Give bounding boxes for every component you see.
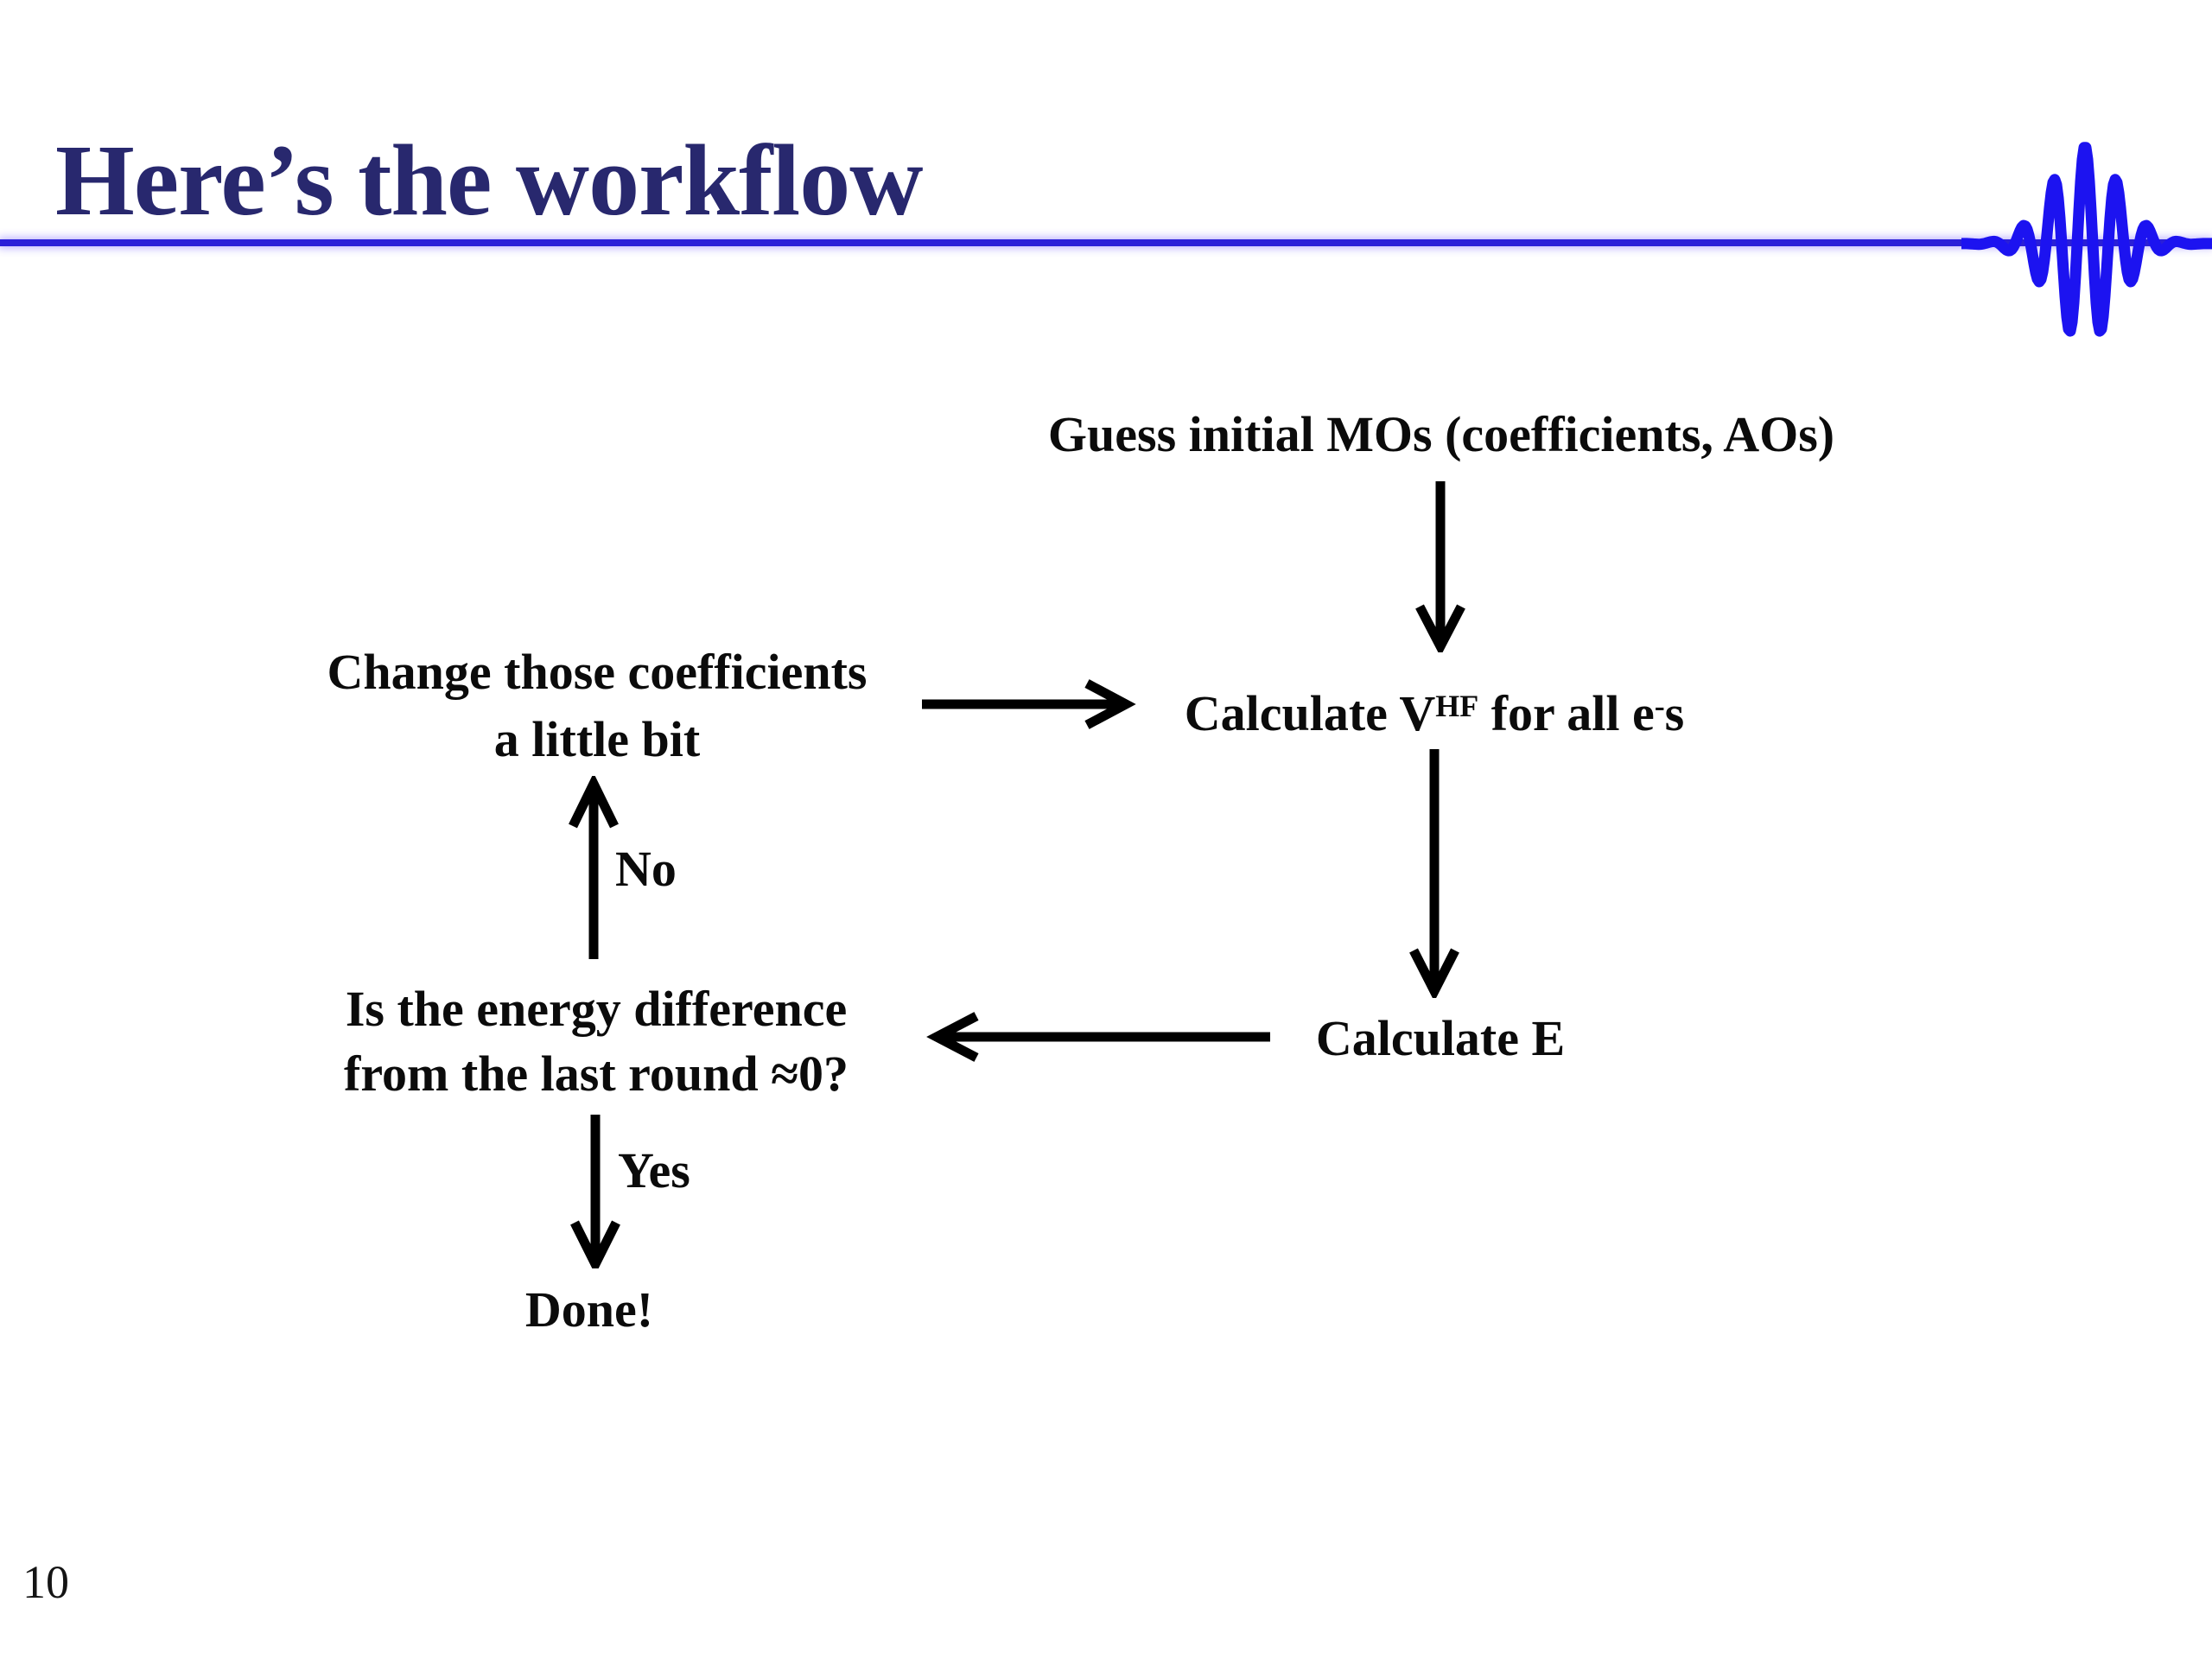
flow-node-line: Is the energy difference <box>345 981 848 1037</box>
arrow-down-guess-to-vhf-icon <box>1415 481 1465 652</box>
vhf-text-post: s <box>1664 685 1685 742</box>
flow-node-guess-initial-mos: Guess initial MOs (coefficients, AOs) <box>1047 406 1835 462</box>
arrow-down-yes-branch-icon <box>570 1115 620 1268</box>
vhf-superscript-minus: - <box>1654 689 1665 723</box>
arrow-up-no-branch-icon <box>569 776 619 959</box>
vhf-superscript-hf: HF <box>1435 689 1479 723</box>
vhf-text-pre: Calculate V <box>1184 685 1436 742</box>
arrow-right-change-to-vhf-icon <box>922 679 1136 729</box>
arrow-left-calce-to-question-icon <box>926 1012 1270 1062</box>
flow-node-line: Change those coefficients <box>327 644 868 700</box>
flow-node-line: from the last round ≈0? <box>344 1046 849 1102</box>
flow-node-energy-question: Is the energy difference from the last r… <box>344 976 849 1106</box>
flow-node-calculate-vhf: Calculate VHF for all e-s <box>1185 677 1685 742</box>
flow-node-line: a little bit <box>493 711 701 767</box>
flow-label-yes: Yes <box>618 1142 690 1198</box>
page-number: 10 <box>22 1556 69 1608</box>
vhf-text-mid: for all e <box>1478 685 1655 742</box>
flow-node-calculate-e: Calculate E <box>1315 1010 1566 1066</box>
wavelet-icon <box>1961 142 2212 337</box>
accent-divider-line <box>0 239 2212 246</box>
page-title: Here’s the workflow <box>55 124 923 238</box>
arrow-down-vhf-to-calce-icon <box>1409 749 1459 998</box>
flow-label-no: No <box>615 841 677 897</box>
flow-node-change-coefficients: Change those coefficients a little bit <box>327 639 867 773</box>
flow-node-done: Done! <box>524 1281 654 1338</box>
